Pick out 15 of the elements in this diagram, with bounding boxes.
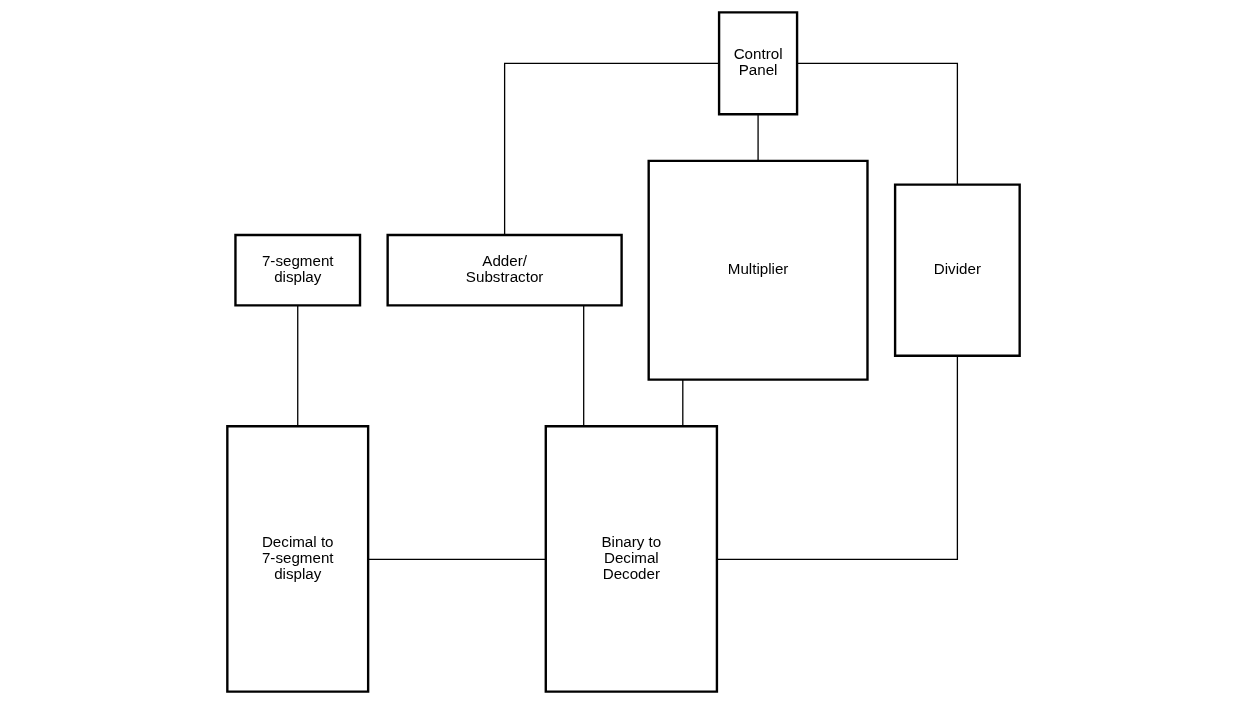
node-box: Adder/ Substractor — [385, 233, 623, 307]
connector — [503, 62, 720, 236]
connector — [796, 62, 958, 186]
node-box: Binary to Decimal Decoder — [544, 425, 718, 693]
connector — [296, 304, 298, 427]
node-box: Control Panel — [717, 11, 798, 116]
node-box: Divider — [893, 183, 1021, 357]
connector — [582, 304, 584, 427]
connector — [756, 113, 759, 162]
node-box: Multiplier — [647, 159, 869, 381]
connector — [715, 355, 958, 561]
node-box: Decimal to 7-segment display — [225, 425, 369, 693]
node-box: 7-segment display — [233, 233, 361, 307]
connector — [367, 558, 546, 561]
connector — [681, 379, 683, 427]
